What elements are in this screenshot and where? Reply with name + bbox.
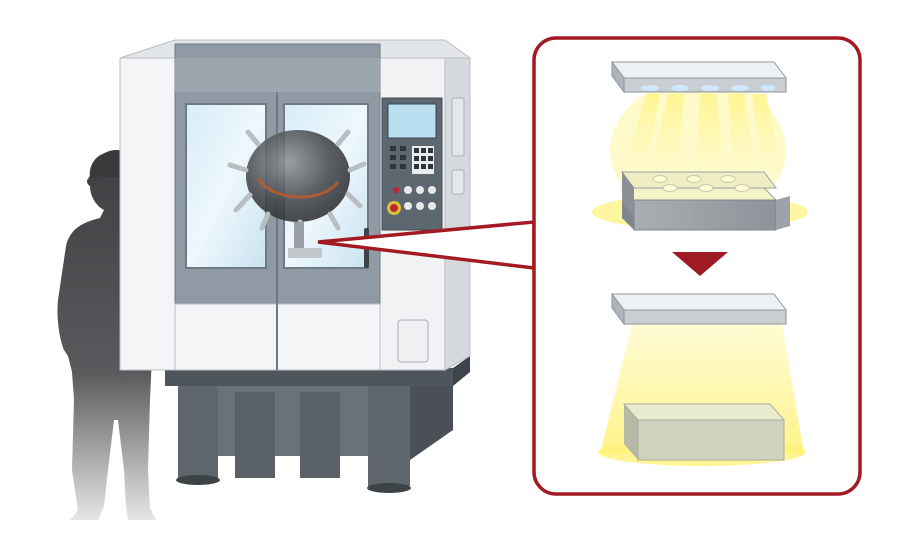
uv-lamp-icon-after (611, 292, 787, 326)
control-panel (381, 97, 443, 231)
machine-base (165, 356, 470, 493)
screen (387, 103, 437, 139)
uv-lamp-icon (611, 60, 787, 94)
stage-after (598, 292, 806, 466)
down-arrow-icon (672, 252, 728, 276)
stage-before (592, 60, 808, 231)
workpiece-block-after (622, 403, 786, 461)
spindle-head (227, 129, 367, 258)
cnc-machine-icon (119, 39, 472, 371)
workpiece-block-before (620, 171, 790, 231)
